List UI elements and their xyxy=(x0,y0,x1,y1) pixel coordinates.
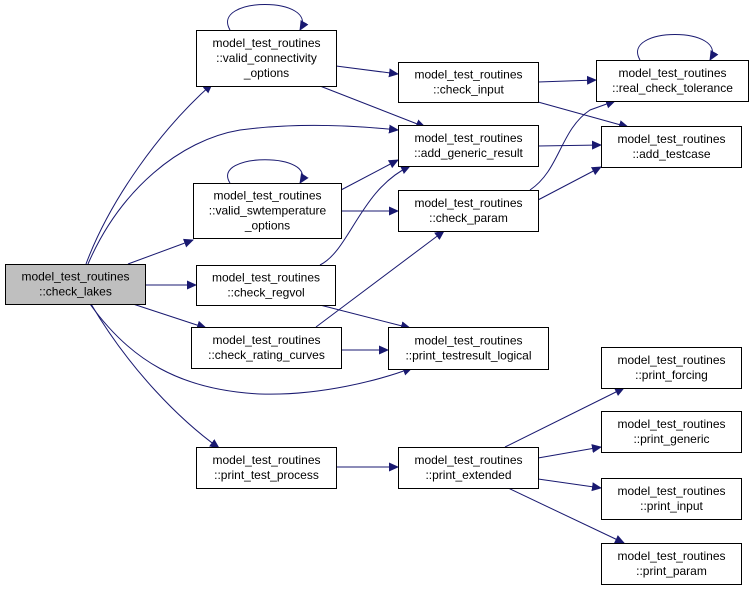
node-label-line: ::print_generic xyxy=(633,432,709,446)
node-box xyxy=(398,447,539,489)
edges xyxy=(85,4,719,544)
node-valid-swtemperature-options[interactable]: model_test_routines::valid_swtemperature… xyxy=(193,183,342,239)
node-print-testresult-logical[interactable]: model_test_routines::print_testresult_lo… xyxy=(388,327,549,370)
node-box xyxy=(196,447,337,489)
node-box xyxy=(398,190,539,232)
edge-valid_swtemperature_options-to-add_generic_result xyxy=(340,159,399,191)
node-label-line: ::print_forcing xyxy=(635,368,708,382)
edge-check_regvol-to-print_testresult_logical xyxy=(319,304,411,331)
node-label-line: ::add_generic_result xyxy=(414,146,523,160)
node-print-param[interactable]: model_test_routines::print_param xyxy=(601,543,742,585)
edge-check_lakes-to-check_rating_curves xyxy=(132,303,207,330)
node-label-line: model_test_routines xyxy=(21,270,129,284)
node-print-extended[interactable]: model_test_routines::print_extended xyxy=(398,447,539,489)
node-check-lakes[interactable]: model_test_routines::check_lakes xyxy=(5,264,146,305)
node-label-line: ::print_param xyxy=(636,564,707,578)
node-label-line: ::check_param xyxy=(429,211,508,225)
node-check-regvol[interactable]: model_test_routines::check_regvol xyxy=(196,265,336,306)
node-box xyxy=(191,327,342,369)
node-label-line: ::add_testcase xyxy=(632,147,710,161)
node-check-input[interactable]: model_test_routines::check_input xyxy=(398,62,539,103)
edge-check_lakes-to-print_testresult_logical xyxy=(89,303,413,395)
node-check-rating-curves[interactable]: model_test_routines::check_rating_curves xyxy=(191,327,342,369)
edge-check_lakes-to-valid_connectivity_options xyxy=(85,83,213,265)
node-label-line: model_test_routines xyxy=(414,68,522,82)
edge-valid_connectivity_options-to-valid_connectivity_options xyxy=(227,4,309,31)
edge-check_param-to-add_testcase xyxy=(537,166,602,201)
node-label-line: ::valid_swtemperature xyxy=(209,204,327,218)
node-label-line: model_test_routines xyxy=(213,189,321,203)
node-label-line: model_test_routines xyxy=(617,132,725,146)
node-box xyxy=(398,62,539,103)
edge-real_check_tolerance-to-real_check_tolerance xyxy=(637,34,719,61)
node-label-line: model_test_routines xyxy=(414,334,522,348)
node-check-param[interactable]: model_test_routines::check_param xyxy=(398,190,539,232)
edge-print_extended-to-print_forcing xyxy=(504,387,625,448)
edge-check_input-to-add_testcase xyxy=(537,101,629,129)
node-box xyxy=(196,30,337,87)
node-box xyxy=(596,60,749,102)
node-box xyxy=(5,264,146,305)
edge-valid_swtemperature_options-to-valid_swtemperature_options xyxy=(227,159,309,184)
node-box xyxy=(388,327,549,370)
node-label-line: _options xyxy=(243,66,289,80)
node-label-line: model_test_routines xyxy=(617,549,725,563)
node-label-line: model_test_routines xyxy=(414,131,522,145)
node-box xyxy=(601,478,742,520)
node-label-line: model_test_routines xyxy=(617,353,725,367)
node-label-line: model_test_routines xyxy=(212,271,320,285)
node-label-line: _options xyxy=(244,219,290,233)
node-label-line: ::check_rating_curves xyxy=(208,348,325,362)
edge-valid_connectivity_options-to-check_input xyxy=(335,65,399,78)
edge-check_input-to-real_check_tolerance xyxy=(537,75,597,85)
node-label-line: ::check_lakes xyxy=(39,285,112,299)
node-label-line: model_test_routines xyxy=(212,333,320,347)
node-print-input[interactable]: model_test_routines::print_input xyxy=(601,478,742,520)
node-label-line: ::print_test_process xyxy=(214,468,319,482)
node-label-line: ::check_input xyxy=(433,83,504,97)
edge-check_lakes-to-print_test_process xyxy=(90,303,220,449)
node-label-line: ::print_input xyxy=(640,499,703,513)
node-label-line: model_test_routines xyxy=(617,417,725,431)
edge-check_regvol-to-add_generic_result xyxy=(319,165,411,266)
node-label-line: model_test_routines xyxy=(617,484,725,498)
node-box xyxy=(601,126,742,168)
edge-print_extended-to-print_param xyxy=(507,487,625,544)
edge-print_extended-to-print_input xyxy=(537,478,602,492)
node-box xyxy=(601,543,742,585)
node-label-line: model_test_routines xyxy=(618,66,726,80)
node-add-generic-result[interactable]: model_test_routines::add_generic_result xyxy=(398,125,539,167)
node-add-testcase[interactable]: model_test_routines::add_testcase xyxy=(601,126,742,168)
edge-check_rating_curves-to-check_param xyxy=(315,230,445,328)
node-print-generic[interactable]: model_test_routines::print_generic xyxy=(601,411,742,453)
node-label-line: ::print_testresult_logical xyxy=(405,349,531,363)
node-label-line: ::real_check_tolerance xyxy=(612,81,733,95)
node-label-line: model_test_routines xyxy=(212,36,320,50)
node-label-line: model_test_routines xyxy=(414,196,522,210)
node-box xyxy=(601,411,742,453)
node-box xyxy=(398,125,539,167)
node-box xyxy=(196,265,336,306)
edge-check_lakes-to-add_generic_result xyxy=(87,124,399,265)
edge-add_generic_result-to-add_testcase xyxy=(537,140,602,150)
node-label-line: ::print_extended xyxy=(425,468,511,482)
node-box xyxy=(601,347,742,389)
node-valid-connectivity-options[interactable]: model_test_routines::valid_connectivity_… xyxy=(196,30,337,87)
node-real-check-tolerance[interactable]: model_test_routines::real_check_toleranc… xyxy=(596,60,749,102)
node-print-forcing[interactable]: model_test_routines::print_forcing xyxy=(601,347,742,389)
node-label-line: model_test_routines xyxy=(414,453,522,467)
node-print-test-process[interactable]: model_test_routines::print_test_process xyxy=(196,447,337,489)
node-label-line: ::valid_connectivity xyxy=(216,51,317,65)
node-label-line: ::check_regvol xyxy=(227,286,304,300)
node-box xyxy=(193,183,342,239)
node-label-line: model_test_routines xyxy=(212,453,320,467)
edge-check_param-to-real_check_tolerance xyxy=(529,99,616,191)
edge-check_lakes-to-valid_swtemperature_options xyxy=(127,238,194,265)
nodes: model_test_routines::check_lakesmodel_te… xyxy=(5,30,749,585)
edge-valid_connectivity_options-to-add_generic_result xyxy=(319,85,426,128)
edge-print_extended-to-print_generic xyxy=(537,444,602,459)
